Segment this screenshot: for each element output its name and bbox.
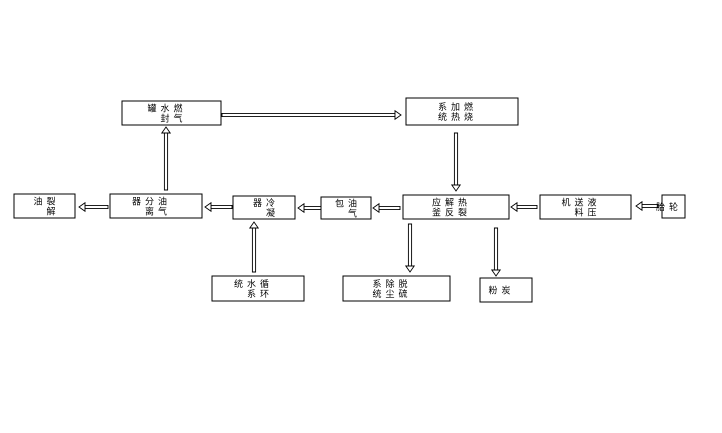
arrow-head [248, 221, 260, 229]
node-box [13, 193, 76, 219]
arrow-head [510, 201, 518, 213]
node-label: 油气分离器油气分离器 [132, 196, 167, 218]
node-label: 热裂解反应釜热裂解反应釜 [432, 197, 467, 219]
arrow-shaft [303, 205, 322, 211]
node-label: 炭粉炭粉 [488, 285, 510, 297]
arrow-circulating-water-to-condenser [248, 221, 260, 273]
node-box [479, 277, 533, 303]
arrow-head [404, 265, 416, 273]
node-box [232, 195, 296, 220]
arrow-shaft [163, 132, 169, 191]
arrow-shaft [84, 204, 109, 210]
node-box [121, 100, 222, 126]
node-label: 冷凝器冷凝器 [253, 197, 275, 219]
node-label: 油气包油气包 [335, 198, 357, 220]
arrow-head [160, 126, 172, 134]
arrow-shaft [516, 204, 538, 210]
node-box [402, 194, 510, 220]
arrow-condenser-to-oil-gas-separator [204, 201, 233, 213]
node-box [211, 275, 305, 302]
arrow-head [394, 109, 402, 121]
arrow-shaft [221, 112, 396, 118]
arrow-hydraulic-feeder-to-pyrolysis-reactor [510, 201, 538, 213]
node-desulfurization: 脱硫除尘系统脱硫除尘系统 [342, 275, 451, 302]
node-box [405, 97, 519, 126]
node-carbon-black: 炭粉炭粉 [479, 277, 533, 303]
arrow-head [204, 201, 212, 213]
node-label: 液压送料机液压送料机 [561, 197, 596, 219]
node-label: 裂解油裂解油 [33, 196, 55, 218]
arrow-shaft [407, 223, 413, 267]
node-box [320, 196, 372, 220]
node-tire: 轮胎轮胎 [656, 194, 686, 219]
arrow-oil-gas-separator-to-gas-water-seal [160, 126, 172, 191]
arrow-oil-gas-to-condenser [297, 202, 322, 214]
node-gas-water-seal: 燃气水封罐燃气水封罐 [121, 100, 222, 126]
arrow-shaft [378, 205, 401, 211]
arrow-head [78, 201, 86, 213]
node-label: 脱硫除尘系统脱硫除尘系统 [372, 278, 407, 300]
node-hydraulic-feeder: 液压送料机液压送料机 [539, 194, 632, 220]
node-oil-gas: 油气包油气包 [320, 196, 372, 220]
node-layer: 燃气水封罐燃气水封罐 燃烧加热系统燃烧加热系统热裂解反应釜热裂解反应釜 液压送料机液… [13, 97, 686, 303]
node-circulating-water: 循环水系统循环水系统 [211, 275, 305, 302]
node-label: 循环水系统循环水系统 [234, 278, 269, 300]
node-pyrolysis-reactor: 热裂解反应釜热裂解反应釜 [402, 194, 510, 220]
arrow-tire-to-hydraulic-feeder [635, 200, 659, 212]
node-label: 轮胎轮胎 [656, 201, 678, 213]
arrow-shaft [251, 227, 257, 273]
arrow-head [450, 184, 462, 192]
node-box [539, 194, 632, 220]
node-combustion-heating: 燃烧加热系统燃烧加热系统 [405, 97, 519, 126]
node-label: 燃烧加热系统燃烧加热系统 [438, 101, 473, 123]
arrow-shaft [453, 132, 459, 186]
node-box [109, 193, 203, 219]
arrow-head [635, 200, 643, 212]
arrow-head [490, 269, 502, 277]
arrow-shaft [493, 227, 499, 271]
arrow-pyrolysis-reactor-to-oil-gas [372, 202, 401, 214]
node-box [342, 275, 451, 302]
connector-layer [78, 109, 659, 277]
arrow-gas-water-seal-to-combustion-heating [221, 109, 402, 121]
arrow-head [372, 202, 380, 214]
node-condenser: 冷凝器冷凝器 [232, 195, 296, 220]
arrow-oil-gas-separator-to-pyrolysis-oil [78, 201, 109, 213]
node-box [661, 194, 686, 219]
arrow-combustion-heating-to-pyrolysis-reactor [450, 132, 462, 192]
arrow-shaft [210, 204, 233, 210]
arrow-pyrolysis-reactor-to-carbon-black [490, 227, 502, 277]
arrow-pyrolysis-reactor-to-desulfurization [404, 223, 416, 273]
node-label: 燃气水封罐燃气水封罐 [147, 103, 182, 125]
node-pyrolysis-oil: 裂解油裂解油 [13, 193, 76, 219]
arrow-head [297, 202, 305, 214]
node-oil-gas-separator: 油气分离器油气分离器 [109, 193, 203, 219]
